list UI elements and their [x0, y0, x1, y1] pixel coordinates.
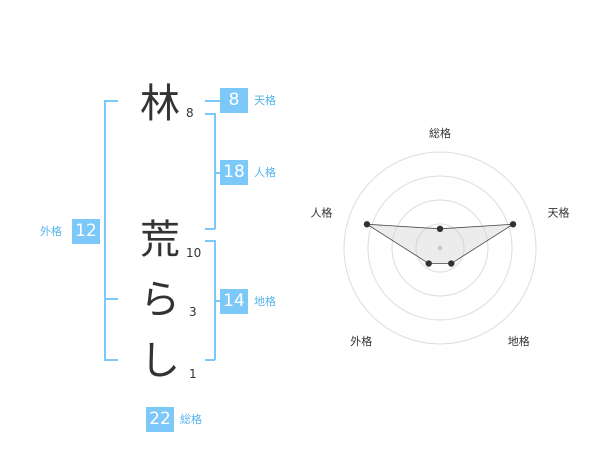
soukaku-label: 総格	[180, 413, 202, 426]
gaikaku-label: 外格	[40, 225, 62, 238]
jinkaku-label: 人格	[254, 166, 276, 179]
name-char-4: し	[140, 338, 180, 384]
gaikaku-bracket-bottom	[104, 359, 118, 361]
radar-point-5	[363, 221, 371, 228]
gaikaku-value-badge: 12	[72, 219, 100, 244]
radar-ring-3	[367, 175, 513, 321]
jinkaku-bracket-connector	[214, 172, 220, 174]
stroke-count-2: 10	[186, 246, 202, 260]
radar-ring-2	[391, 199, 489, 297]
radar-ring-1	[415, 223, 465, 273]
jinkaku-bracket-vertical	[214, 113, 216, 229]
tenkaku-value-badge: 8	[220, 88, 248, 113]
radar-axis-label-4: 外格	[350, 334, 372, 348]
radar-center-dot	[437, 245, 443, 251]
radar-axis-label-3: 地格	[508, 334, 530, 348]
radar-value-polygon	[366, 223, 514, 264]
name-char-1: 林	[140, 81, 180, 127]
chikaku-value-badge: 14	[220, 289, 248, 314]
soukaku-value-badge: 22	[146, 407, 174, 432]
stroke-count-1: 8	[186, 106, 194, 120]
name-char-3: ら	[140, 277, 180, 323]
gaikaku-bracket-vertical	[104, 100, 106, 360]
tenkaku-bracket-line	[205, 100, 221, 102]
radar-ring-4	[343, 151, 537, 345]
gaikaku-bracket-mid	[104, 298, 118, 300]
gaikaku-bracket-top	[104, 100, 118, 102]
jinkaku-bracket-top	[205, 113, 215, 115]
chikaku-label: 地格	[254, 295, 276, 308]
radar-axis-label-2: 天格	[548, 205, 570, 219]
stroke-count-4: 1	[189, 367, 197, 381]
name-char-2: 荒	[140, 217, 180, 263]
stroke-count-3: 3	[189, 305, 197, 319]
radar-axis-label-5: 人格	[310, 205, 332, 219]
radar-point-1	[436, 225, 444, 232]
tenkaku-label: 天格	[254, 94, 276, 107]
radar-point-2	[509, 221, 517, 228]
radar-axis-label-1: 総格	[429, 126, 451, 140]
jinkaku-value-badge: 18	[220, 160, 248, 185]
chikaku-bracket-top	[205, 240, 215, 242]
chikaku-bracket-bottom	[205, 359, 215, 361]
radar-point-3	[448, 260, 455, 267]
jinkaku-bracket-bottom	[205, 228, 215, 230]
chikaku-bracket-connector	[214, 300, 220, 302]
radar-point-4	[425, 260, 432, 267]
